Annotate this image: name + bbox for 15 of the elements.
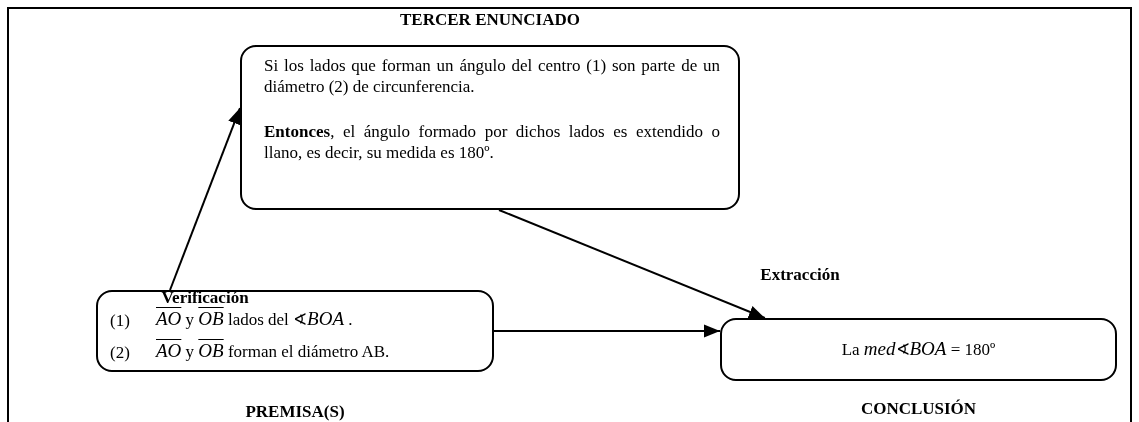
statement-text: Si los lados que forman un ángulo del centro (1) son parte de un diámetro (2) de circunferencia. (264, 55, 720, 97)
section-heading: PREMISA(S) (244, 401, 346, 422)
section-heading: TERCER ENUNCIADO (399, 9, 581, 30)
arrow (493, 324, 721, 338)
premise-text: AO y OB forman el diámetro AB. (156, 340, 391, 362)
premise-text: AO y OB lados del ∢BOA . (156, 308, 354, 330)
edge-label: Extracción (759, 265, 841, 285)
premise-number: (1) (110, 310, 131, 331)
statement-text: Entonces, el ángulo formado por dichos lados es extendido o llano, es decir, su medida es 180º. (264, 121, 720, 163)
arrow (498, 209, 766, 319)
section-heading: CONCLUSIÓN (859, 398, 978, 419)
edge-label: Verificación (160, 288, 250, 308)
arrow (169, 107, 241, 291)
premise-number: (2) (110, 342, 131, 363)
conclusion-text: La med∢BOA = 180º (840, 338, 997, 360)
